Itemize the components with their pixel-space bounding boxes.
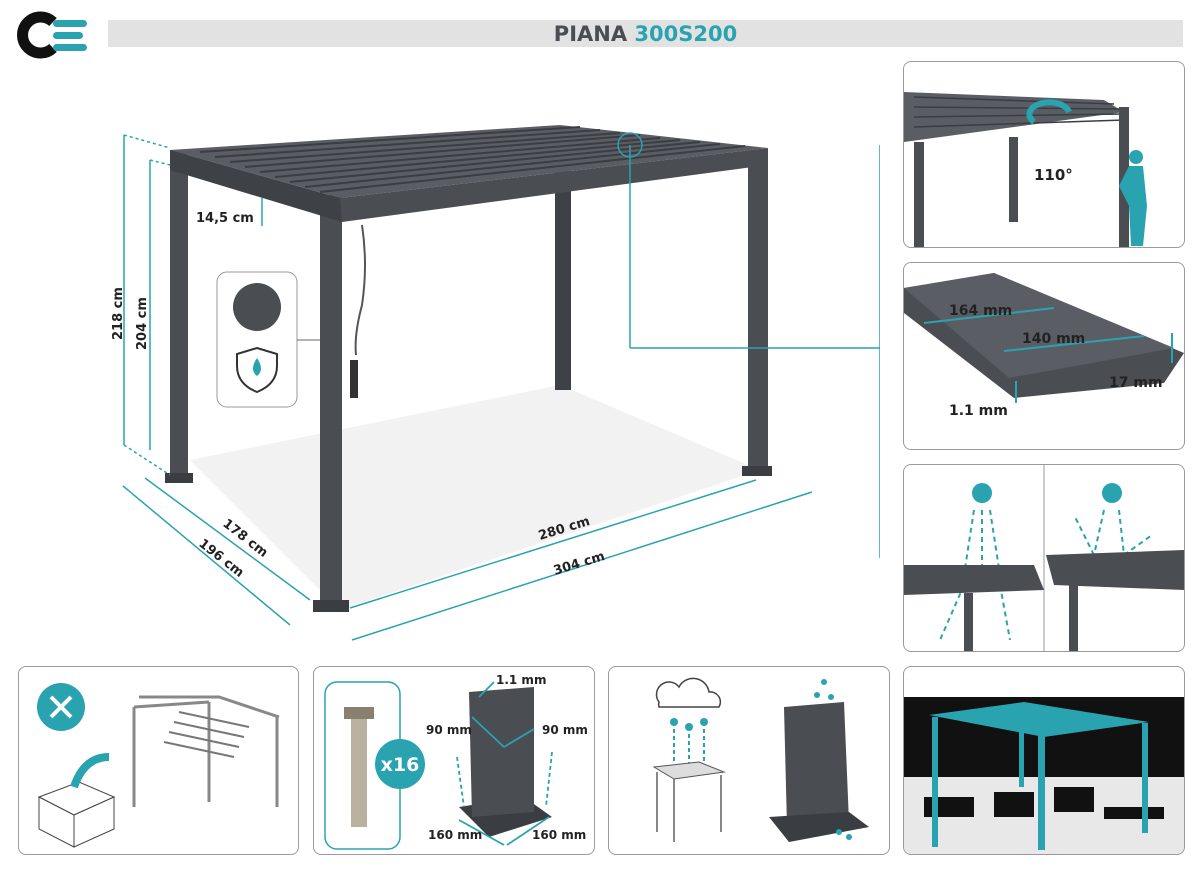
slat-profile-illustration: 164 mm 140 mm 17 mm 1.1 mm (904, 273, 1184, 419)
post-back-left (170, 150, 188, 480)
post-width-a-label: 90 mm (426, 723, 472, 737)
waterproof-shield-icon (236, 346, 278, 394)
anchor-bolt-image (351, 707, 367, 827)
page-title: PIANA 300S200 (108, 22, 1183, 46)
title-bar: PIANA 300S200 (108, 20, 1183, 47)
cloud-rain-icon (655, 677, 722, 708)
dim-beam-label: 14,5 cm (196, 211, 254, 226)
drainage-panel (608, 666, 890, 855)
slat-width-outer-label: 164 mm (949, 303, 1012, 319)
rotation-angle-label: 110° (1034, 166, 1073, 184)
product-model: 300S200 (634, 22, 738, 46)
crank-handle (354, 224, 366, 356)
roof-slats (199, 126, 746, 193)
brand-logo (15, 10, 95, 60)
color-swatch-icon (233, 283, 281, 331)
logo-icon (17, 11, 87, 59)
pergola-teal (929, 702, 1149, 737)
slat-profile-panel: 164 mm 140 mm 17 mm 1.1 mm (903, 262, 1185, 450)
sun-control-illustration (904, 465, 1184, 651)
sun-icon (1102, 483, 1122, 503)
dim-height-total-label: 218 cm (111, 287, 126, 340)
quantity-badge (375, 739, 425, 789)
product-name: PIANA (553, 22, 628, 46)
photo-panel (903, 666, 1185, 855)
drain-post (784, 702, 849, 827)
post-front-right (748, 160, 768, 475)
post-base (742, 466, 772, 476)
hardware-panel: x16 1.1 mm 90 mm 90 mm 160 mm 160 mm (313, 666, 595, 855)
dimension-lines (122, 132, 880, 641)
slat-height-label: 17 mm (1109, 375, 1163, 391)
beam-front (340, 148, 768, 222)
hardware-illustration: x16 1.1 mm 90 mm 90 mm 160 mm 160 mm (324, 673, 588, 850)
post-back-right (555, 170, 571, 390)
floor-shadow (190, 385, 760, 610)
rotation-illustration: 110° (904, 92, 1147, 247)
sun-icon (972, 483, 992, 503)
slat-width-inner-label: 140 mm (1022, 331, 1085, 347)
bolt-count-label: x16 (381, 754, 420, 776)
assembly-illustration (37, 683, 280, 848)
dim-width-outer-label: 304 cm (552, 549, 607, 579)
base-b-label: 160 mm (532, 828, 586, 842)
sun-control-panel (903, 464, 1185, 652)
post-front-left (320, 195, 342, 610)
post-width-b-label: 90 mm (542, 723, 588, 737)
post-thickness-label: 1.1 mm (496, 673, 546, 687)
pergola-main-drawing: 14,5 cm 218 cm 204 cm 178 cm 196 cm 280 … (111, 125, 880, 641)
post-base (165, 473, 193, 483)
post-section (469, 687, 534, 817)
base-a-label: 160 mm (428, 828, 482, 842)
drainage-illustration (652, 677, 869, 842)
person-icon (1119, 150, 1147, 246)
rotation-panel: 110° (903, 61, 1185, 248)
dim-height-clear-label: 204 cm (135, 297, 150, 350)
rotate-arrow-icon (1026, 99, 1072, 125)
outdoor-scene-photo (904, 697, 1184, 854)
crank-grip (350, 360, 358, 398)
beam-side (170, 150, 342, 222)
unbox-arrow-icon (70, 753, 110, 789)
slat-thickness-label: 1.1 mm (949, 403, 1008, 419)
assembly-panel (18, 666, 299, 855)
post-base (313, 600, 349, 612)
